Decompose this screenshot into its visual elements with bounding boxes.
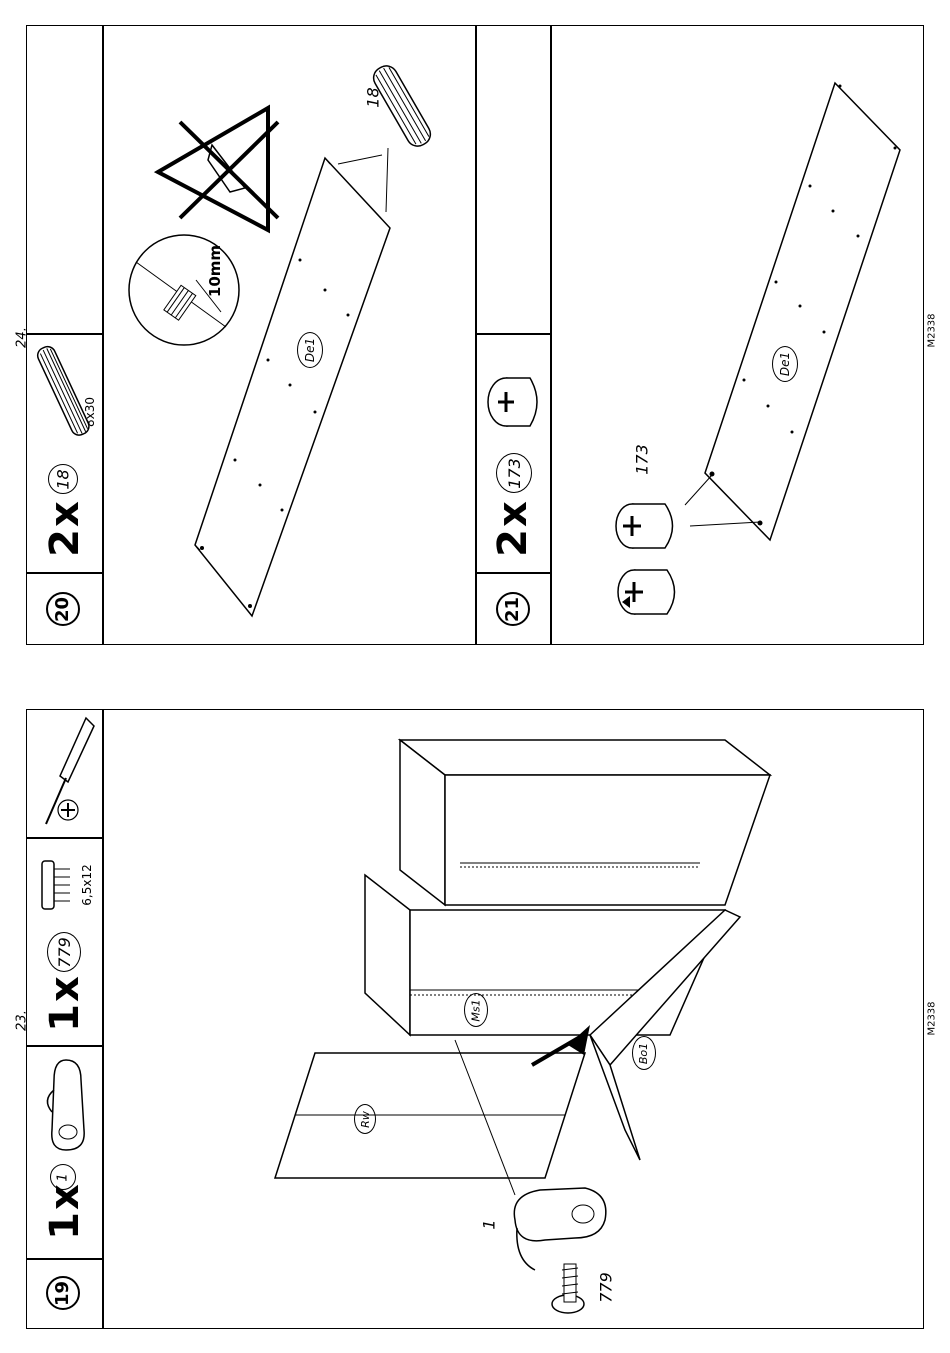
step-19-part2-size: 6,5x12 xyxy=(80,860,94,910)
step-19-number: 19 xyxy=(53,1280,74,1305)
step-19-bottom-label: Bo1 xyxy=(638,1042,651,1063)
step-20-quantity: 2x xyxy=(42,493,88,563)
step-21-part-circle: 173 xyxy=(496,453,532,493)
upper-header-divider xyxy=(102,25,104,645)
step-19-cabinet xyxy=(270,735,780,1185)
step-21-number: 21 xyxy=(503,596,524,621)
step-21-cam-lock-b xyxy=(612,566,687,618)
doc-code-upper: M2338 xyxy=(927,311,938,351)
page-number-upper: 24. xyxy=(15,318,30,358)
step-19-screw-callout: 779 xyxy=(597,1268,616,1308)
step-19-part2-quantity: 1x xyxy=(42,968,88,1038)
screw-icon xyxy=(36,855,76,915)
page-number-lower: 23. xyxy=(15,1001,30,1041)
step-19-part2-circle: 779 xyxy=(47,932,81,972)
lower-header-divider xyxy=(102,709,104,1329)
step-19-part1-circle: 1 xyxy=(50,1164,76,1190)
lower-header-row-2 xyxy=(26,1045,102,1047)
step-20-callout-part: 18 xyxy=(364,83,383,113)
step-19-bottom-label-circle: Bo1 xyxy=(632,1036,656,1070)
step-19-badge: 19 xyxy=(46,1276,80,1310)
step-20-part-id: 18 xyxy=(53,469,72,489)
lower-header-row-3 xyxy=(26,837,102,839)
doc-code-lower: M2338 xyxy=(927,999,938,1039)
upper-header-row-4 xyxy=(475,333,550,335)
step-20-panel-label-circle: De1 xyxy=(297,332,323,368)
step-21-panel-label-circle: De1 xyxy=(772,346,798,382)
cam-lock-icon xyxy=(484,372,548,432)
step-19-part1-id: 1 xyxy=(56,1173,71,1181)
step-20-badge: 20 xyxy=(46,592,80,626)
step-21-quantity: 2x xyxy=(490,493,536,563)
step-19-shelf-label: Ms1 xyxy=(470,999,483,1021)
upper-header-row-1 xyxy=(26,572,102,574)
step-19-back-panel-label: Rw xyxy=(358,1111,371,1128)
upper-header-row-3 xyxy=(475,572,550,574)
phillips-head-icon xyxy=(56,798,80,822)
step-19-part2-id: 779 xyxy=(54,937,73,968)
step-20-number: 20 xyxy=(53,596,74,621)
step-19-back-panel-label-circle: Rw xyxy=(354,1104,376,1134)
upper-step-divider xyxy=(475,25,477,645)
step-19-bracket-callout: 1 xyxy=(480,1210,499,1240)
step-21-badge: 21 xyxy=(496,592,530,626)
lower-header-row-1 xyxy=(26,1258,102,1260)
bracket-icon xyxy=(36,1050,98,1160)
step-21-panel-label: De1 xyxy=(778,352,792,376)
step-21-callout-part: 173 xyxy=(633,440,652,480)
step-19-screw-drawing xyxy=(548,1256,598,1316)
step-20-part-circle: 18 xyxy=(48,464,78,494)
dowel-icon xyxy=(34,335,94,445)
step-20-panel xyxy=(190,150,400,620)
step-19-shelf-label-circle: Ms1 xyxy=(464,993,488,1027)
step-21-cam-lock-a xyxy=(610,500,685,552)
upper-step-divider-2 xyxy=(550,25,552,645)
step-20-panel-label: De1 xyxy=(303,338,317,362)
step-21-part-id: 173 xyxy=(504,458,523,489)
